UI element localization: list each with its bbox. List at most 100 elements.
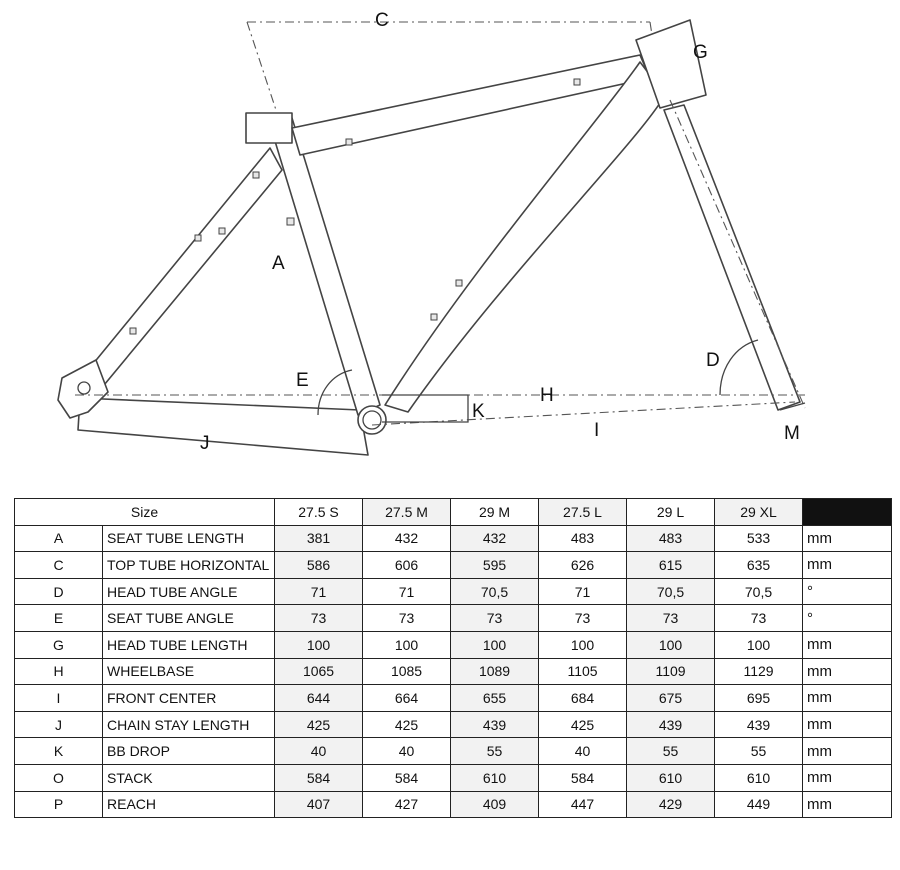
row-value: 483 <box>538 524 628 553</box>
row-code: I <box>14 684 103 712</box>
row-code: K <box>14 737 103 765</box>
row-code: D <box>14 577 103 606</box>
row-name: SEAT TUBE ANGLE <box>101 604 276 632</box>
row-value: 610 <box>714 763 804 792</box>
row-value: 684 <box>538 684 628 712</box>
row-value: 71 <box>274 577 364 606</box>
row-value: 635 <box>714 551 804 579</box>
bike-frame <box>57 19 801 456</box>
row-value: 73 <box>714 604 804 632</box>
row-value: 429 <box>626 790 716 819</box>
row-value: 100 <box>538 630 628 659</box>
row-unit: ° <box>802 577 893 606</box>
row-unit: mm <box>802 551 893 579</box>
row-value: 100 <box>450 630 540 659</box>
row-value: 606 <box>362 551 452 579</box>
row-name: STACK <box>101 763 276 792</box>
row-value: 626 <box>538 551 628 579</box>
size-header: 27.5 L <box>538 498 628 526</box>
row-value: 675 <box>626 684 716 712</box>
row-value: 407 <box>274 790 364 819</box>
row-name: REACH <box>101 790 276 819</box>
row-value: 1105 <box>538 657 628 686</box>
header-filler <box>802 498 893 526</box>
label-h: H <box>540 385 554 406</box>
row-value: 584 <box>538 763 628 792</box>
row-value: 584 <box>274 763 364 792</box>
label-j: J <box>200 433 210 454</box>
row-name: HEAD TUBE ANGLE <box>101 577 276 606</box>
row-value: 1065 <box>274 657 364 686</box>
size-header: 29 L <box>626 498 716 526</box>
row-name: HEAD TUBE LENGTH <box>101 630 276 659</box>
row-value: 73 <box>450 604 540 632</box>
row-name: CHAIN STAY LENGTH <box>101 710 276 739</box>
dimension-labels: C G A D E H K I M J <box>200 10 800 454</box>
row-value: 55 <box>450 737 540 765</box>
row-code: A <box>14 524 103 553</box>
row-value: 73 <box>626 604 716 632</box>
label-d: D <box>706 350 720 371</box>
row-unit: mm <box>802 630 893 659</box>
row-value: 439 <box>626 710 716 739</box>
row-value: 584 <box>362 763 452 792</box>
row-value: 40 <box>274 737 364 765</box>
row-value: 695 <box>714 684 804 712</box>
row-value: 100 <box>714 630 804 659</box>
row-name: SEAT TUBE LENGTH <box>101 524 276 553</box>
row-value: 610 <box>626 763 716 792</box>
size-label: Size <box>13 498 276 526</box>
label-a: A <box>272 253 285 274</box>
row-value: 100 <box>274 630 364 659</box>
row-value: 427 <box>362 790 452 819</box>
label-k: K <box>472 401 485 422</box>
row-value: 425 <box>362 710 452 739</box>
row-value: 71 <box>362 577 452 606</box>
row-code: P <box>14 790 103 819</box>
row-unit: mm <box>802 524 893 553</box>
row-value: 1109 <box>626 657 716 686</box>
row-value: 73 <box>538 604 628 632</box>
row-value: 73 <box>362 604 452 632</box>
row-value: 449 <box>714 790 804 819</box>
row-code: O <box>14 763 103 792</box>
row-value: 586 <box>274 551 364 579</box>
row-value: 483 <box>626 524 716 553</box>
row-unit: mm <box>802 763 893 792</box>
row-value: 100 <box>626 630 716 659</box>
label-m: M <box>784 423 800 444</box>
row-value: 644 <box>274 684 364 712</box>
row-value: 73 <box>274 604 364 632</box>
row-value: 610 <box>450 763 540 792</box>
row-name: FRONT CENTER <box>101 684 276 712</box>
row-value: 439 <box>450 710 540 739</box>
size-header: 27.5 M <box>362 498 452 526</box>
row-value: 40 <box>362 737 452 765</box>
row-value: 655 <box>450 684 540 712</box>
row-value: 100 <box>362 630 452 659</box>
row-value: 664 <box>362 684 452 712</box>
row-value: 409 <box>450 790 540 819</box>
row-value: 70,5 <box>626 577 716 606</box>
row-value: 432 <box>450 524 540 553</box>
row-name: BB DROP <box>101 737 276 765</box>
row-value: 70,5 <box>450 577 540 606</box>
row-value: 439 <box>714 710 804 739</box>
row-value: 55 <box>626 737 716 765</box>
row-value: 1085 <box>362 657 452 686</box>
row-unit: mm <box>802 710 893 739</box>
row-unit: mm <box>802 684 893 712</box>
label-c: C <box>375 10 389 31</box>
label-e: E <box>296 370 309 391</box>
row-code: C <box>14 551 103 579</box>
